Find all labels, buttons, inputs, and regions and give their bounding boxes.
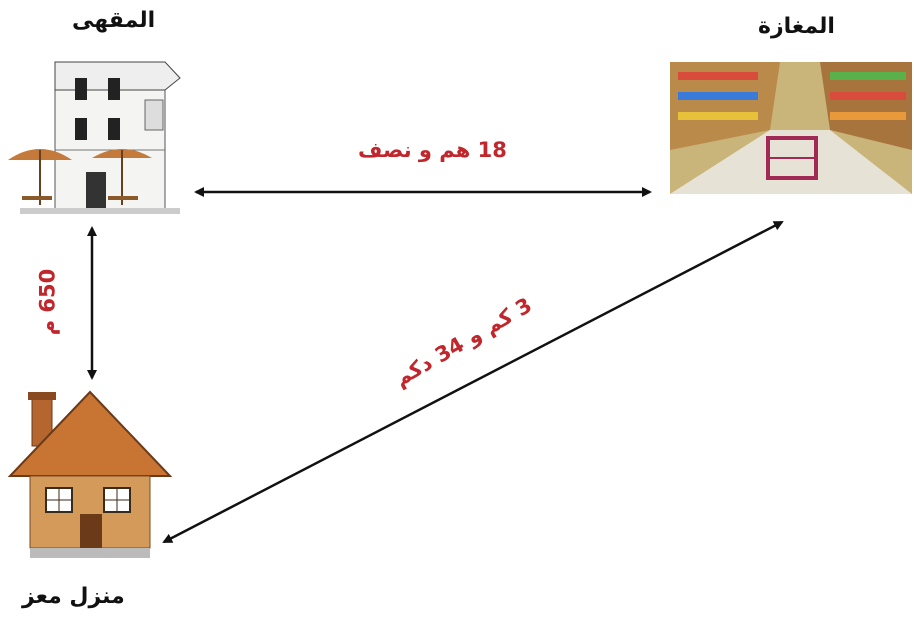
cafe-label: المقهى [72,8,156,33]
home-label: منزل معز [22,584,125,609]
distance-cafe-store: 18 هم و نصف [358,138,507,162]
arrow-home-store [162,220,784,544]
supermarket-aisle-icon [670,62,912,194]
cafe-building-icon [8,61,181,214]
house-icon [7,390,173,558]
store-label: المغازة [758,14,835,39]
